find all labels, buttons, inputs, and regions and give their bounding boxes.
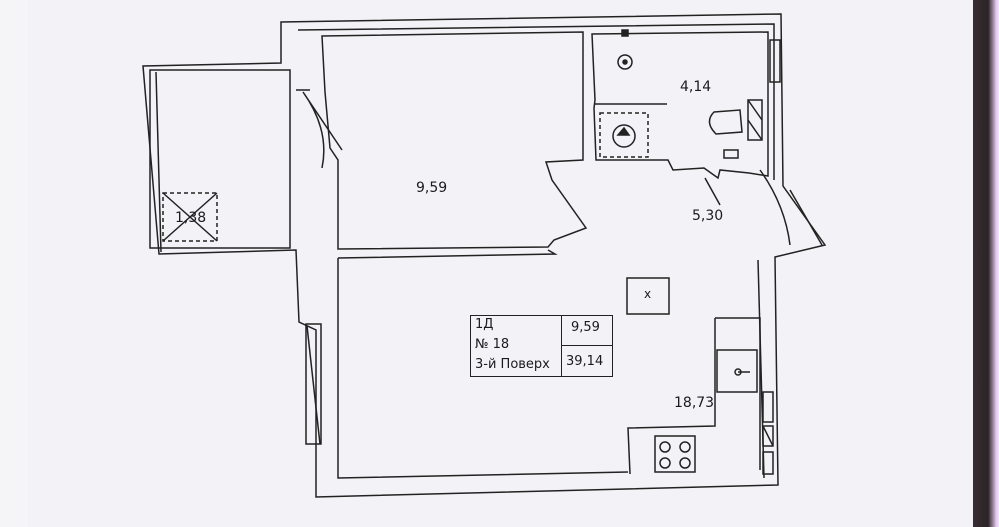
bathroom-area-label: 4,14: [680, 79, 712, 95]
toilet-tank-a: [747, 99, 763, 121]
balcony: [149, 69, 291, 249]
window-living: [306, 325, 321, 445]
window-kitchen: [762, 391, 774, 423]
inner-wall: [297, 23, 775, 180]
wall-riser: [621, 29, 629, 37]
stove-burner-2: [679, 441, 691, 453]
sink-icon: [716, 349, 758, 393]
toilet-tank: [747, 99, 763, 141]
floor-plan-sheet: 1,38 9,59 4,14 5,30 18,73 x 1Д № 18 3-й …: [28, 0, 973, 527]
hallway-door: [704, 169, 791, 246]
bath-cabinet: [723, 149, 739, 159]
window-kitchen-2-cross: [762, 425, 774, 447]
bedroom-wall: [321, 31, 588, 250]
balcony-vent-box: [162, 192, 218, 242]
total-area: 39,14: [566, 354, 604, 369]
stove-burner-1: [659, 441, 671, 453]
apartment-number: № 18: [475, 337, 510, 352]
stove-burner-4: [679, 457, 691, 469]
floor-plan-drawing: [142, 13, 827, 498]
riser-dot: [622, 59, 628, 65]
toilet-tank-b: [747, 119, 763, 141]
window-kitchen-3: [762, 451, 774, 475]
hall-entry-door: [789, 189, 823, 246]
stove-icon: [654, 435, 696, 473]
balcony-inner-line: [155, 71, 162, 253]
apartment-info-box: 1Д № 18 3-й Поверх 9,59 39,14: [470, 315, 613, 377]
bedroom-door: [302, 91, 343, 169]
hallway-area-label: 5,30: [692, 208, 724, 224]
shower-icon: [616, 126, 631, 136]
window-kitchen-2: [762, 425, 774, 447]
ventilation-shaft: [626, 277, 670, 315]
kitchen-wall: [337, 249, 629, 479]
window-living-frame: [305, 323, 322, 445]
left-dark-edge: [0, 0, 28, 527]
floor-label: 3-й Поверх: [475, 357, 550, 372]
balcony-vent-cross-b: [162, 192, 218, 242]
apartment-type: 1Д: [475, 317, 494, 332]
living-area: 9,59: [571, 320, 600, 335]
ventilation-shaft-label: x: [644, 287, 652, 301]
shower-tray: [599, 112, 649, 158]
kitchen-living-area-label: 18,73: [674, 395, 715, 411]
shower-drain: [612, 124, 636, 148]
toilet-icon: [708, 109, 743, 135]
bedroom-area-label: 9,59: [416, 180, 448, 196]
balcony-area-label: 1,38: [175, 210, 207, 226]
stove-burner-3: [659, 457, 671, 469]
window-bath: [769, 39, 781, 83]
right-dark-edge: [972, 0, 999, 527]
riser-icon: [617, 54, 633, 70]
bathroom-wall: [591, 31, 769, 180]
